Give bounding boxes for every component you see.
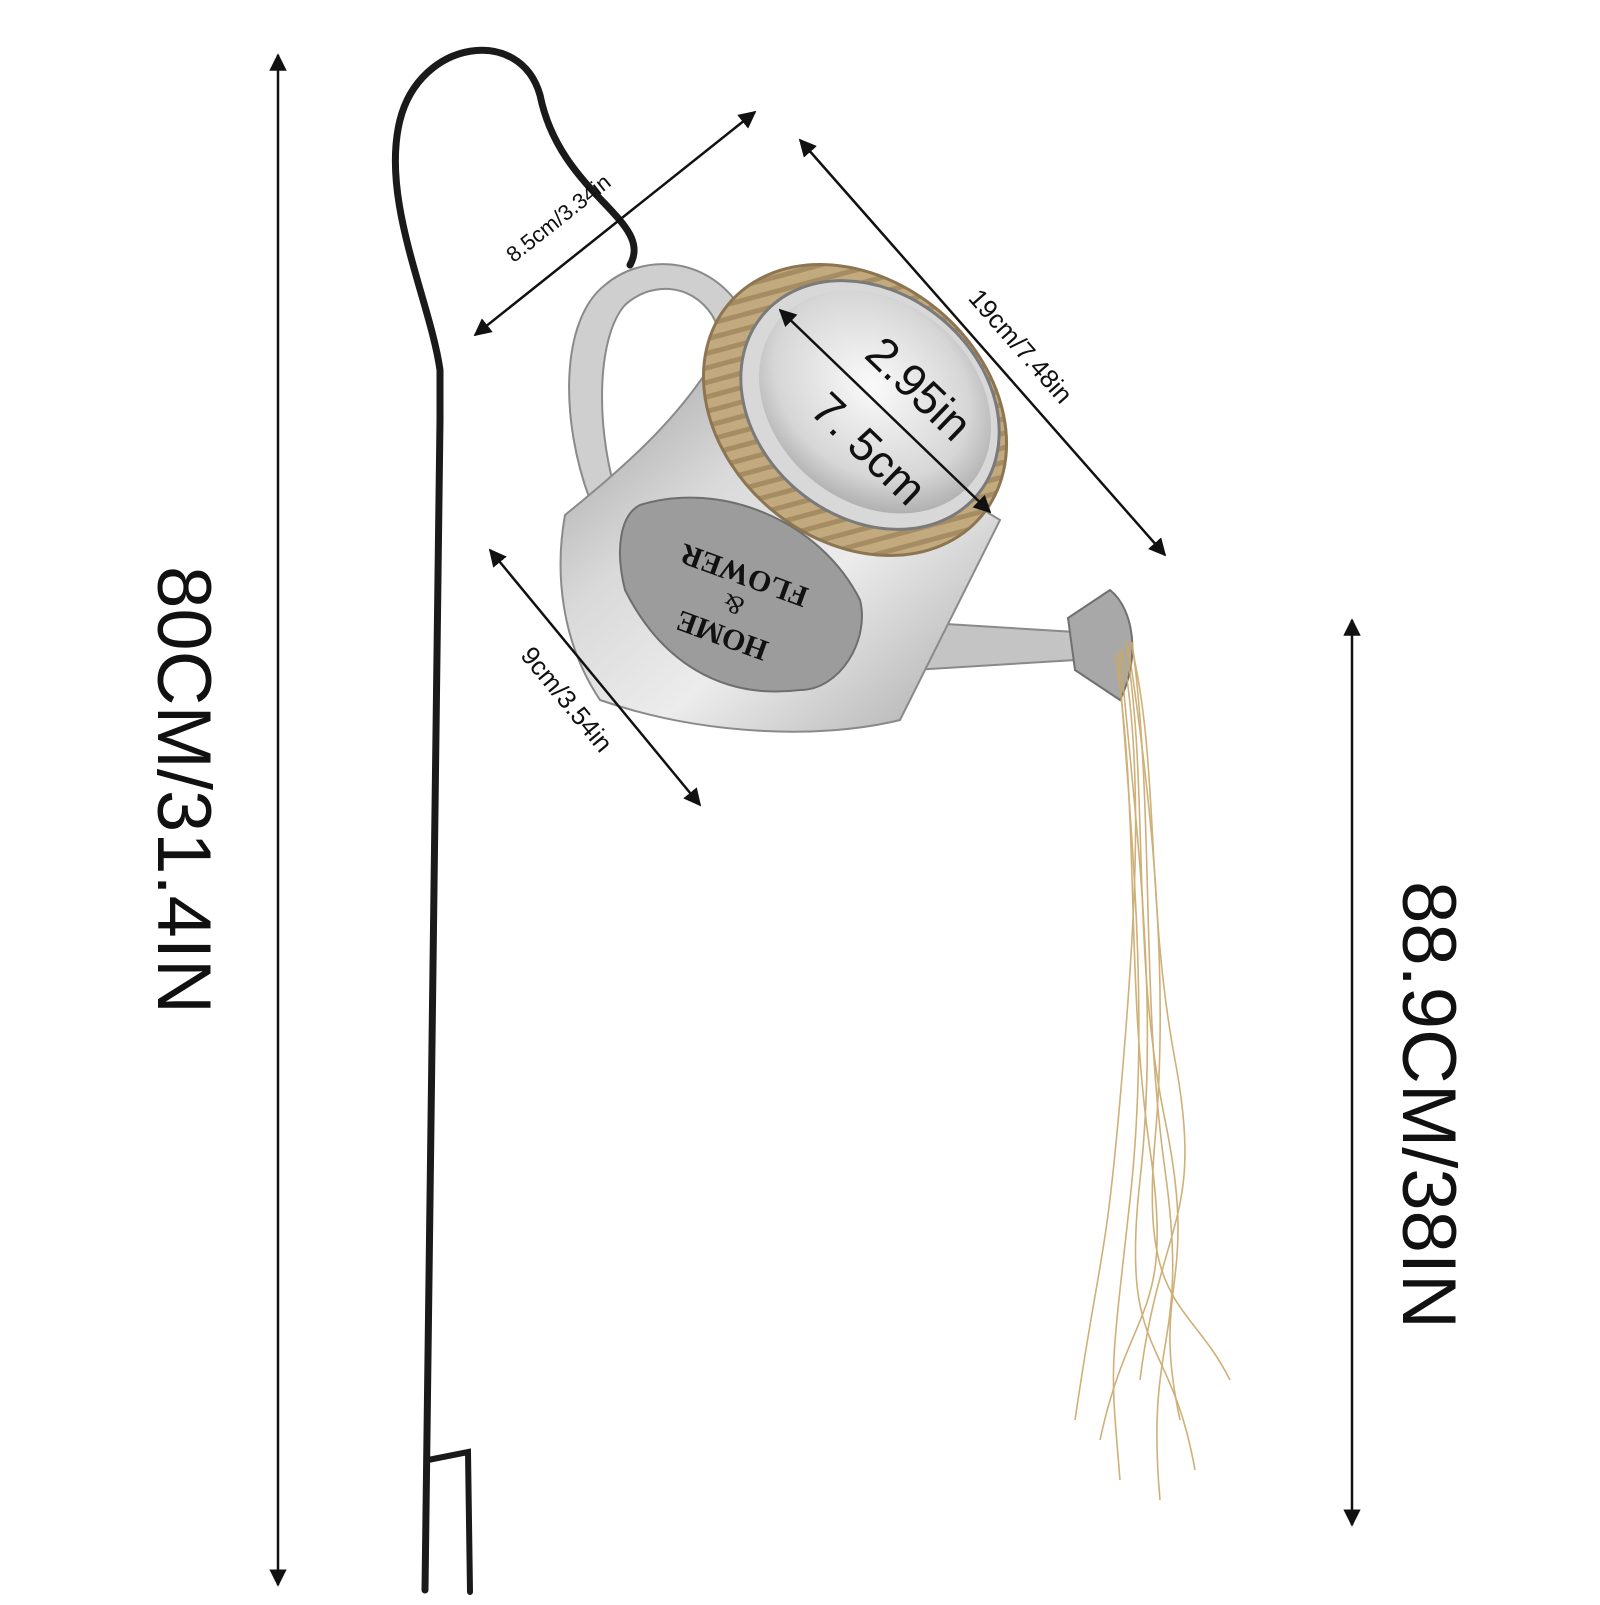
lights-length-label: 88.9CM/38IN xyxy=(1386,881,1471,1329)
can-base-arrow xyxy=(488,548,702,807)
opening-arrow xyxy=(778,308,992,514)
light-strand xyxy=(1119,649,1196,1471)
fairy-lights xyxy=(1074,639,1231,1501)
watering-can: HOME & FLOWER xyxy=(559,263,1134,733)
dimension-lines xyxy=(269,53,1361,1587)
stake-hook xyxy=(391,46,638,1594)
light-strand xyxy=(1074,647,1137,1421)
handle-width-label: 8.5cm/3.34in xyxy=(501,169,615,267)
light-strand xyxy=(1112,651,1140,1481)
light-strand xyxy=(1129,639,1186,1381)
stake-height-label: 80CM/31.4IN xyxy=(141,566,226,1014)
light-strand xyxy=(1131,641,1174,1501)
light-strand xyxy=(1124,639,1181,1421)
stake-fork xyxy=(425,1448,473,1595)
handle-width-arrow xyxy=(473,110,757,337)
garden-stake xyxy=(391,46,638,1595)
